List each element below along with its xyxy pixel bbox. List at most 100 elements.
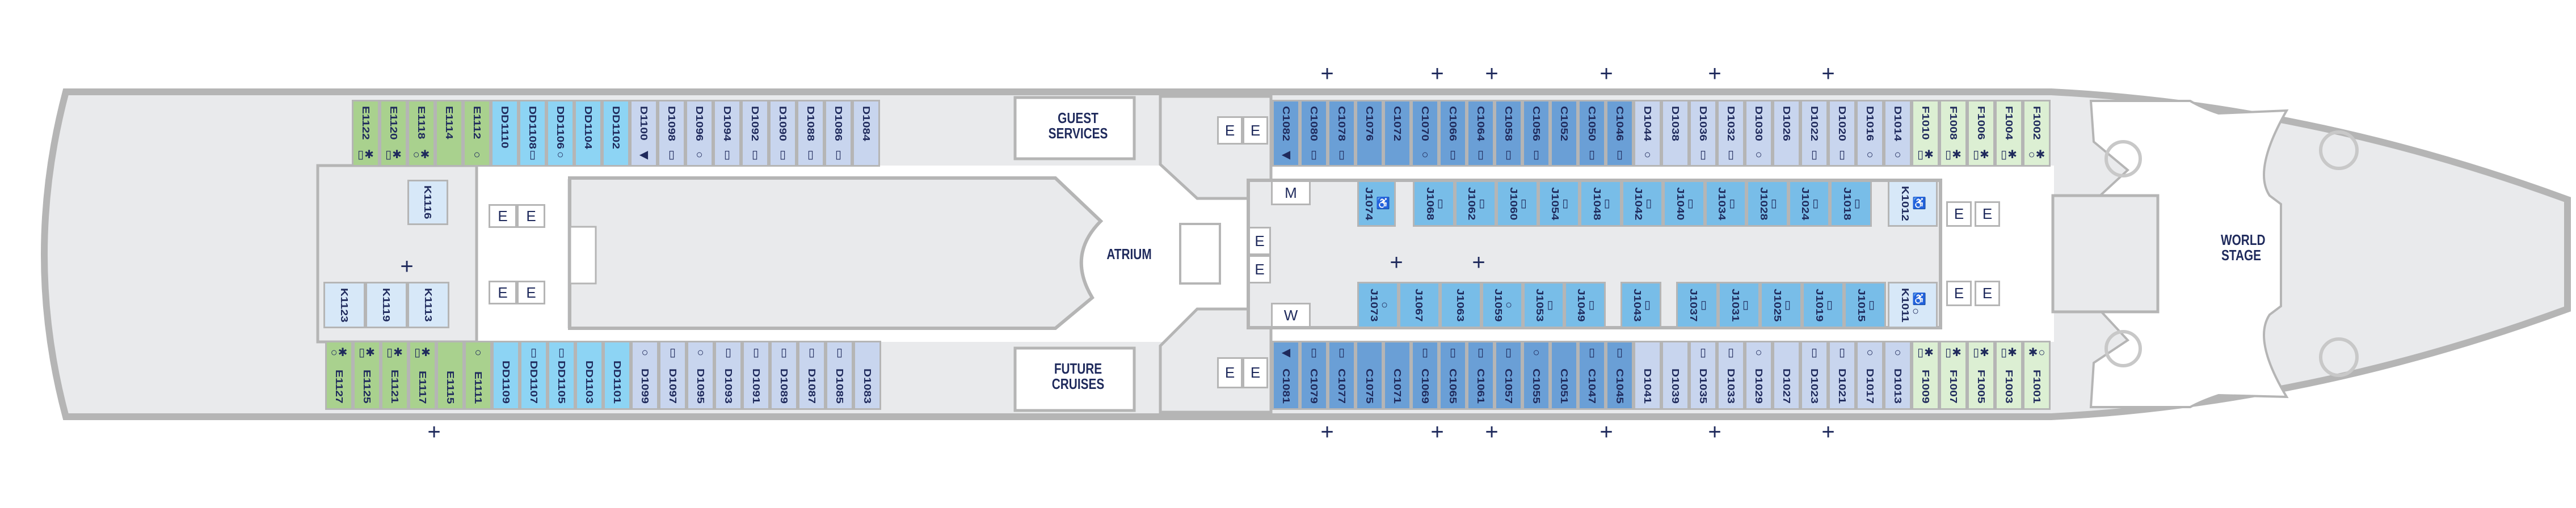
cabin-j1074[interactable]: J1074♿ (1357, 180, 1396, 227)
cabin-d1044[interactable]: D1044○ (1634, 100, 1661, 167)
cabin-d1094[interactable]: D1094▯ (713, 100, 741, 167)
cabin-d1036[interactable]: D1036▯ (1689, 100, 1717, 167)
cabin-c1055[interactable]: C1055○ (1522, 341, 1550, 410)
cabin-k1119[interactable]: K1119 (365, 282, 407, 328)
cabin-d1100[interactable]: D1100◀ (630, 100, 658, 167)
cabin-j1068[interactable]: J1068▯ (1413, 180, 1455, 227)
cabin-dd1104[interactable]: DD1104 (574, 100, 602, 167)
cabin-j1015[interactable]: J1015▯ (1844, 282, 1886, 328)
cabin-dd1109[interactable]: DD1109 (492, 341, 520, 410)
cabin-d1086[interactable]: D1086▯ (824, 100, 852, 167)
cabin-d1097[interactable]: D1097▯ (659, 341, 687, 410)
cabin-c1047[interactable]: C1047▯ (1578, 341, 1606, 410)
cabin-f1006[interactable]: F1006▯✱ (1967, 100, 1995, 167)
cabin-c1050[interactable]: C1050▯ (1578, 100, 1606, 167)
cabin-c1057[interactable]: C1057▯ (1495, 341, 1522, 410)
cabin-c1069[interactable]: C1069▯ (1411, 341, 1439, 410)
cabin-e1117[interactable]: E1117▯✱ (409, 341, 436, 410)
cabin-d1093[interactable]: D1093▯ (714, 341, 742, 410)
cabin-f1002[interactable]: F1002○✱ (2023, 100, 2051, 167)
cabin-c1070[interactable]: C1070○ (1411, 100, 1439, 167)
cabin-d1087[interactable]: D1087▯ (798, 341, 826, 410)
cabin-dd1105[interactable]: DD1105▯ (548, 341, 575, 410)
cabin-d1089[interactable]: D1089▯ (770, 341, 798, 410)
cabin-k1116[interactable]: K1116 (407, 180, 448, 225)
cabin-f1003[interactable]: F1003▯✱ (1995, 341, 2023, 410)
cabin-d1095[interactable]: D1095○ (687, 341, 714, 410)
cabin-d1035[interactable]: D1035▯ (1689, 341, 1717, 410)
cabin-j1048[interactable]: J1048▯ (1580, 180, 1622, 227)
cabin-e1118[interactable]: E1118○✱ (407, 100, 435, 167)
cabin-dd1106[interactable]: DD1106○ (546, 100, 574, 167)
cabin-c1045[interactable]: C1045▯ (1606, 341, 1634, 410)
cabin-d1016[interactable]: D1016○ (1856, 100, 1884, 167)
cabin-d1084[interactable]: D1084 (852, 100, 880, 167)
cabin-j1037[interactable]: J1037▯ (1676, 282, 1718, 328)
cabin-c1081[interactable]: C1081◀ (1272, 341, 1300, 410)
cabin-c1061[interactable]: C1061▯ (1467, 341, 1495, 410)
cabin-d1091[interactable]: D1091▯ (742, 341, 770, 410)
cabin-j1028[interactable]: J1028▯ (1746, 180, 1788, 227)
cabin-j1060[interactable]: J1060▯ (1496, 180, 1538, 227)
cabin-d1098[interactable]: D1098▯ (658, 100, 685, 167)
cabin-j1043[interactable]: J1043▯ (1620, 282, 1661, 328)
cabin-d1085[interactable]: D1085▯ (826, 341, 853, 410)
cabin-dd1102[interactable]: DD1102 (602, 100, 630, 167)
cabin-k1011[interactable]: K1011♿○ (1888, 282, 1938, 328)
cabin-e1122[interactable]: E1122▯✱ (352, 100, 380, 167)
cabin-d1013[interactable]: D1013○ (1884, 341, 1912, 410)
cabin-c1052[interactable]: C1052 (1550, 100, 1578, 167)
cabin-c1065[interactable]: C1065▯ (1439, 341, 1467, 410)
cabin-d1092[interactable]: D1092▯ (741, 100, 769, 167)
cabin-c1046[interactable]: C1046▯ (1606, 100, 1634, 167)
cabin-e1112[interactable]: E1112○ (463, 100, 491, 167)
cabin-dd1107[interactable]: DD1107▯ (520, 341, 548, 410)
cabin-d1038[interactable]: D1038 (1661, 100, 1689, 167)
cabin-c1079[interactable]: C1079▯ (1300, 341, 1328, 410)
cabin-e1127[interactable]: E1127○✱ (325, 341, 353, 410)
cabin-c1064[interactable]: C1064▯ (1467, 100, 1495, 167)
cabin-c1072[interactable]: C1072 (1383, 100, 1411, 167)
cabin-j1073[interactable]: J1073○ (1357, 282, 1399, 328)
cabin-j1053[interactable]: J1053▯ (1523, 282, 1564, 328)
cabin-j1062[interactable]: J1062▯ (1454, 180, 1496, 227)
cabin-d1029[interactable]: D1029○ (1745, 341, 1773, 410)
cabin-j1019[interactable]: J1019▯ (1802, 282, 1844, 328)
cabin-f1001[interactable]: F1001✱○ (2023, 341, 2051, 410)
cabin-j1031[interactable]: J1031▯ (1718, 282, 1760, 328)
cabin-d1083[interactable]: D1083 (853, 341, 881, 410)
cabin-d1014[interactable]: D1014○ (1884, 100, 1912, 167)
cabin-d1023[interactable]: D1023▯ (1800, 341, 1828, 410)
cabin-c1058[interactable]: C1058▯ (1495, 100, 1522, 167)
cabin-e1114[interactable]: E1114 (435, 100, 463, 167)
cabin-k1123[interactable]: K1123 (323, 282, 365, 328)
cabin-dd1108[interactable]: DD1108▯ (519, 100, 546, 167)
cabin-d1088[interactable]: D1088▯ (797, 100, 824, 167)
cabin-e1121[interactable]: E1121▯✱ (381, 341, 409, 410)
cabin-c1066[interactable]: C1066▯ (1439, 100, 1467, 167)
cabin-f1004[interactable]: F1004▯✱ (1995, 100, 2023, 167)
cabin-j1063[interactable]: J1063 (1440, 282, 1481, 328)
cabin-e1115[interactable]: E1115 (436, 341, 464, 410)
cabin-j1034[interactable]: J1034▯ (1704, 180, 1746, 227)
cabin-d1030[interactable]: D1030○ (1745, 100, 1773, 167)
cabin-d1041[interactable]: D1041 (1634, 341, 1661, 410)
cabin-d1099[interactable]: D1099○ (631, 341, 659, 410)
cabin-d1039[interactable]: D1039 (1661, 341, 1689, 410)
cabin-c1078[interactable]: C1078▯ (1328, 100, 1356, 167)
cabin-c1051[interactable]: C1051 (1550, 341, 1578, 410)
cabin-j1054[interactable]: J1054▯ (1538, 180, 1580, 227)
cabin-e1111[interactable]: E1111○ (464, 341, 492, 410)
cabin-d1017[interactable]: D1017○ (1856, 341, 1884, 410)
cabin-k1012[interactable]: K1012♿ (1888, 180, 1938, 227)
cabin-f1009[interactable]: F1009▯✱ (1912, 341, 1939, 410)
cabin-d1020[interactable]: D1020▯ (1828, 100, 1856, 167)
cabin-j1049[interactable]: J1049▯ (1564, 282, 1606, 328)
cabin-e1120[interactable]: E1120▯✱ (380, 100, 407, 167)
cabin-k1113[interactable]: K1113 (407, 282, 449, 328)
cabin-j1067[interactable]: J1067 (1399, 282, 1440, 328)
cabin-j1018[interactable]: J1018▯ (1830, 180, 1872, 227)
cabin-d1090[interactable]: D1090▯ (769, 100, 797, 167)
cabin-c1077[interactable]: C1077▯ (1328, 341, 1356, 410)
cabin-j1024[interactable]: J1024▯ (1788, 180, 1830, 227)
